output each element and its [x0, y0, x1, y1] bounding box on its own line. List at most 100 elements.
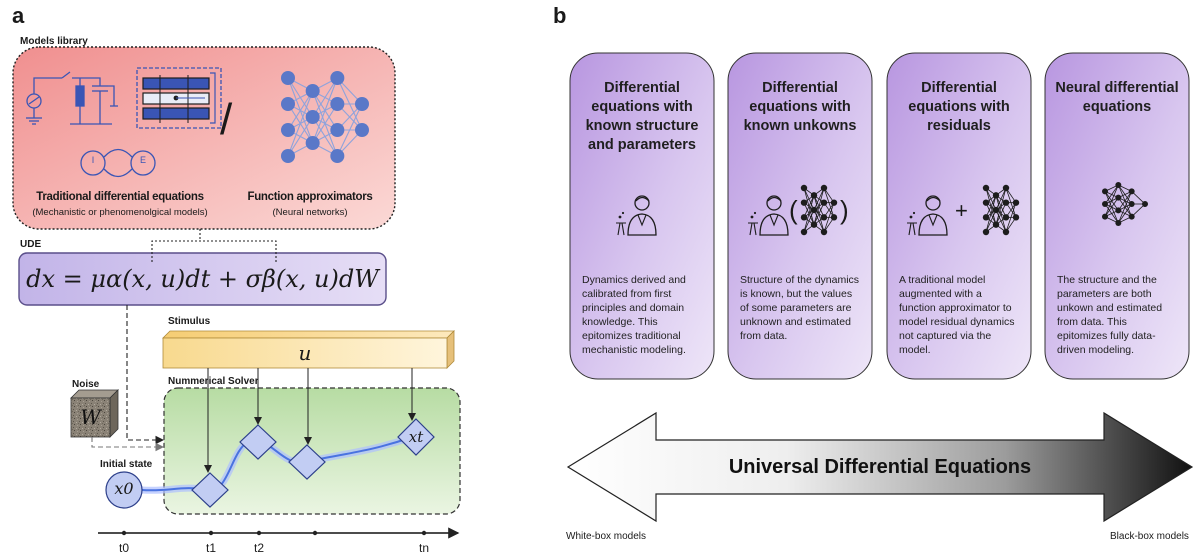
paren-close: ) [840, 195, 849, 225]
card-title: Differential equations with known struct… [585, 80, 699, 153]
network-node [982, 228, 990, 236]
body-shape [759, 213, 789, 236]
neural-network-icon [800, 184, 838, 236]
network-edge [803, 195, 815, 218]
network-node [830, 214, 838, 221]
card-backgrounds [569, 52, 1190, 380]
network-edge [985, 195, 997, 218]
neural-network-icon [281, 71, 369, 163]
network-node [982, 184, 990, 192]
network-node [820, 228, 828, 236]
slash-separator: / [220, 95, 233, 144]
card-residuals: Differential equations with residuals A … [887, 53, 1031, 379]
flask-shape [616, 222, 626, 236]
network-edge [995, 187, 1007, 225]
card-description: A traditional model augmented with a fun… [899, 274, 1015, 356]
body-shape [918, 213, 948, 236]
card-title: Differential equations with residuals [908, 80, 1010, 134]
ude-spectrum-arrow [566, 411, 1194, 523]
solver-label: Nummerical Solver [168, 376, 259, 387]
collar-shape [769, 214, 779, 227]
scientist-icon [616, 195, 657, 236]
hair-shape [926, 196, 941, 202]
black-box-label: Black-box models [1110, 531, 1189, 542]
ude-box [18, 252, 387, 306]
card-1-bg [569, 52, 715, 380]
network-edge [1118, 203, 1132, 224]
card-2-bg [727, 52, 873, 380]
card-3-bg [886, 52, 1032, 380]
panel-a-letter: a [12, 3, 25, 28]
node-t2 [239, 424, 277, 460]
network-edge [995, 187, 1007, 211]
network-edge [1104, 184, 1119, 205]
network-edge [803, 195, 815, 233]
collar-shape [928, 214, 938, 227]
x0-symbol: x0 [114, 479, 134, 498]
network-node [1142, 201, 1148, 207]
network-node [355, 123, 369, 137]
network-edge [1005, 202, 1017, 233]
network-node [992, 206, 1000, 214]
network-edge [803, 209, 815, 233]
network-node [1012, 214, 1020, 221]
network-node [330, 71, 345, 85]
xt-symbol: xt [408, 428, 424, 446]
noise-to-solver-arrow [91, 437, 165, 452]
network-node [330, 97, 345, 111]
network-node [1002, 214, 1010, 221]
network-node [1128, 188, 1135, 195]
network-node [1128, 213, 1135, 220]
timeline-t0: t0 [118, 541, 129, 555]
hair-shape [767, 196, 782, 202]
network-node [820, 199, 828, 206]
network-node [810, 221, 818, 228]
network-node [1115, 182, 1122, 188]
network-edge [336, 103, 363, 157]
network-node [355, 97, 369, 111]
network-node [800, 228, 808, 236]
function-title: Function approximators [247, 191, 373, 203]
block-diagram-icon [136, 67, 222, 129]
card-white-box: Differential equations with known struct… [570, 53, 714, 379]
network-node [305, 110, 320, 124]
collar-shape [637, 214, 647, 227]
network-node [1002, 184, 1010, 192]
models-library-box [12, 46, 396, 230]
network-node [820, 184, 828, 192]
ude-label: UDE [20, 239, 42, 250]
paren-open: ( [789, 195, 798, 225]
bubble-dot [621, 211, 625, 215]
network-node [305, 84, 320, 98]
stimulus-bar [162, 330, 455, 369]
bubble-dot [750, 215, 754, 219]
network-node [1002, 199, 1010, 206]
function-subtitle: (Neural networks) [272, 207, 348, 218]
network-edge [312, 77, 338, 144]
bubble-dot [909, 215, 913, 219]
solver-nodes [191, 418, 435, 508]
ude-equation: dx = μα(x, u)dt + σβ(x, u)dW [26, 265, 379, 293]
noise-label: Noise [72, 379, 100, 390]
card-neural: Neural differential equations The struct… [1045, 53, 1189, 379]
network-node [810, 206, 818, 214]
network-edge [1131, 203, 1146, 217]
equation-to-solver-arrow [126, 305, 165, 445]
network-node [830, 199, 838, 206]
neural-network-icon [1102, 182, 1148, 226]
initial-state-circle [105, 471, 143, 509]
models-library-label: Models library [20, 36, 88, 47]
scientist-icon [748, 195, 789, 236]
bubble-dot [618, 215, 622, 219]
node-t1 [191, 472, 229, 508]
network-edge [813, 202, 825, 225]
timeline-ticks [121, 530, 427, 536]
network-edge [1104, 184, 1119, 217]
neural-network-icon [982, 184, 1020, 236]
network-node [982, 214, 990, 221]
timeline-tn: tn [418, 541, 429, 555]
stimulus-arrows [204, 368, 416, 473]
network-edge [823, 202, 835, 233]
